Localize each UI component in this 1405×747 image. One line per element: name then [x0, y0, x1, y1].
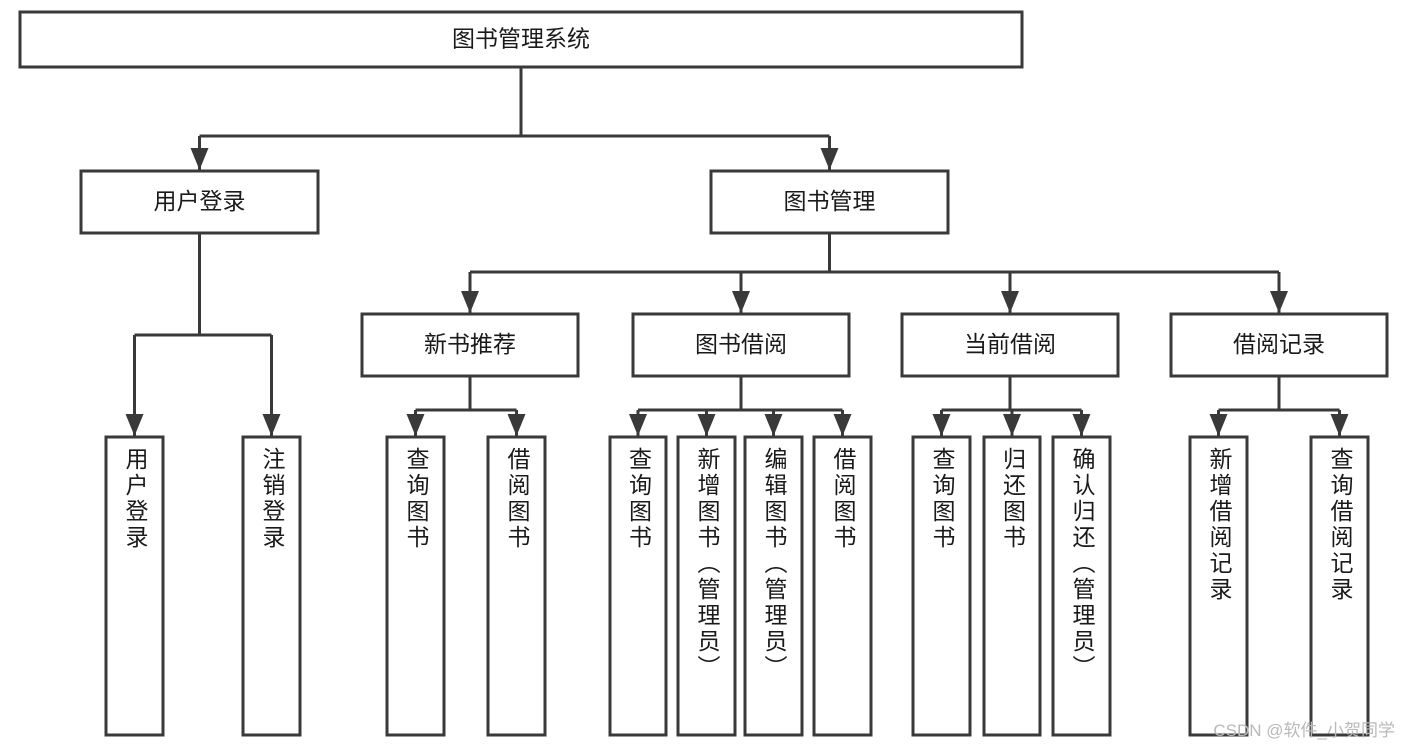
arrow-head-icon	[406, 414, 425, 436]
arrow-head-icon	[262, 414, 281, 436]
level2-node-label: 借阅记录	[1233, 331, 1325, 357]
leaf-node-box[interactable]	[1188, 435, 1249, 737]
leaf-node-box[interactable]	[241, 435, 302, 737]
level2-node-label: 当前借阅	[964, 331, 1056, 357]
level1-node-box[interactable]	[709, 169, 950, 235]
arrow-head-icon	[1330, 414, 1349, 436]
connector-lines	[125, 67, 1349, 436]
level2-node-box[interactable]	[900, 312, 1120, 378]
level1-node-label: 图书管理	[784, 188, 876, 214]
leaf-node-box[interactable]	[743, 435, 804, 737]
leaf-node-box[interactable]	[1309, 435, 1370, 737]
arrow-head-icon	[932, 414, 951, 436]
arrow-head-icon	[1001, 291, 1019, 313]
arrow-head-icon	[697, 414, 716, 436]
level2-node-box[interactable]	[1169, 312, 1389, 378]
arrow-head-icon	[629, 414, 647, 436]
leaf-node-box[interactable]	[385, 435, 446, 737]
arrow-head-icon	[833, 414, 852, 436]
leaf-node-box[interactable]	[1051, 435, 1112, 737]
level2-node-box[interactable]	[631, 312, 851, 378]
arrow-head-icon	[1270, 291, 1288, 313]
watermark-text: CSDN @软件_小贺同学	[1213, 721, 1395, 740]
leaf-node-box[interactable]	[812, 435, 873, 737]
arrow-head-icon	[125, 414, 144, 436]
level2-node-box[interactable]	[360, 312, 580, 378]
root-node-box[interactable]	[18, 10, 1024, 69]
arrow-head-icon	[820, 148, 839, 170]
root-node-label: 图书管理系统	[452, 26, 590, 52]
leaf-node-box[interactable]	[982, 435, 1042, 737]
leaf-node-box[interactable]	[486, 435, 547, 737]
arrow-head-icon	[461, 291, 479, 313]
arrow-head-icon	[507, 414, 526, 436]
arrow-head-icon	[1072, 414, 1091, 436]
arrow-head-icon	[1003, 414, 1021, 436]
arrow-head-icon	[764, 414, 783, 436]
level1-node-box[interactable]	[79, 169, 320, 235]
leaf-node-box[interactable]	[608, 435, 668, 737]
arrow-head-icon	[190, 148, 209, 170]
arrow-head-icon	[1209, 414, 1228, 436]
level2-node-label: 图书借阅	[695, 331, 787, 357]
node-boxes	[18, 10, 1389, 737]
level1-node-label: 用户登录	[154, 188, 246, 214]
leaf-node-box[interactable]	[676, 435, 737, 737]
arrow-head-icon	[732, 291, 750, 313]
leaf-node-box[interactable]	[104, 435, 165, 737]
leaf-node-box[interactable]	[911, 435, 972, 737]
level2-node-label: 新书推荐	[424, 331, 516, 357]
